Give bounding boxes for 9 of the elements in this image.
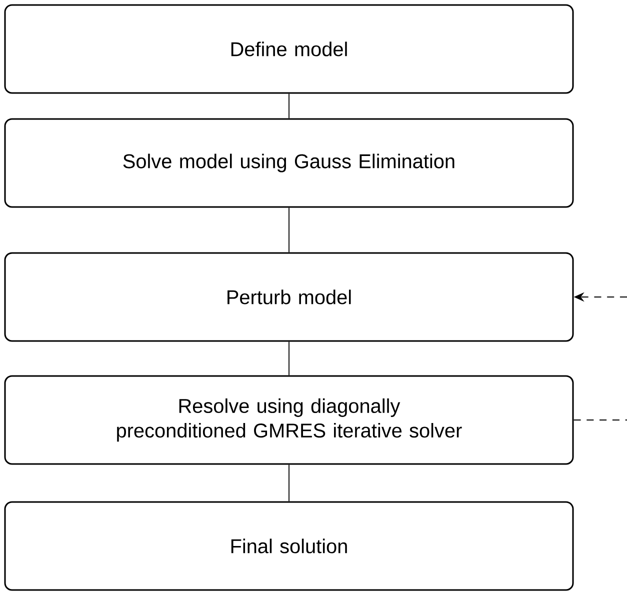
- process-box: Resolve using diagonally preconditioned GMRES iterative solver: [4, 375, 574, 465]
- connector-line: [288, 464, 290, 502]
- process-box: Perturb model: [4, 252, 574, 342]
- connector-line: [288, 341, 290, 376]
- process-box: Final solution: [4, 501, 574, 591]
- process-box: Define model: [4, 4, 574, 94]
- connector-line: [288, 93, 290, 119]
- process-box: Solve model using Gauss Elimination: [4, 118, 574, 208]
- connector-line: [288, 207, 290, 253]
